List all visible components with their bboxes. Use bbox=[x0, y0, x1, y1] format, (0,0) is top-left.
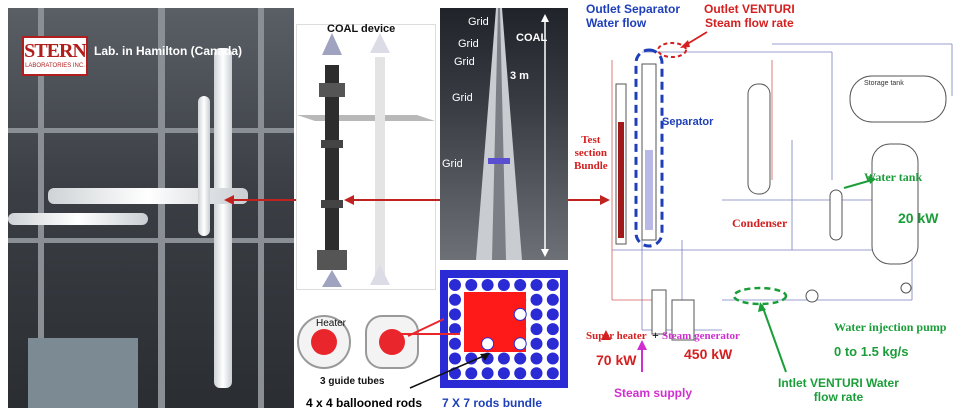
grid-label-1: Grid bbox=[468, 16, 489, 28]
bundle-drawing bbox=[440, 270, 568, 388]
insulated-pipe bbox=[8, 213, 148, 225]
rod bbox=[530, 293, 543, 306]
power-20kw-label: 20 kW bbox=[898, 210, 939, 226]
stern-logo: STERN LABORATORIES INC. bbox=[22, 36, 88, 76]
rod bbox=[530, 323, 543, 336]
power-450kw-label: 450 kW bbox=[684, 346, 733, 362]
condenser-label: Condenser bbox=[732, 216, 788, 230]
steel-beam bbox=[8, 128, 294, 133]
grid-label-2: Grid bbox=[458, 38, 479, 50]
grid-label-3: Grid bbox=[454, 56, 475, 68]
control-cabinet bbox=[28, 338, 138, 408]
length-label: 3 m bbox=[510, 70, 529, 82]
steel-beam bbox=[8, 238, 294, 243]
rod bbox=[530, 308, 543, 321]
power-70kw-label: 70 kW bbox=[596, 352, 637, 368]
rod bbox=[546, 308, 559, 321]
rod bbox=[514, 367, 527, 380]
schematic-drawing bbox=[601, 31, 953, 373]
guide-tube bbox=[513, 307, 527, 321]
water-tank-label: Water tank bbox=[864, 170, 923, 184]
device-drawing bbox=[297, 33, 435, 287]
rod bbox=[497, 352, 510, 365]
rod bbox=[497, 279, 510, 291]
ballooned-rod bbox=[497, 337, 510, 350]
lab-location-label: Lab. in Hamilton (Canada) bbox=[94, 44, 243, 58]
rod bbox=[546, 293, 559, 306]
ballooned-rod bbox=[497, 308, 510, 321]
insulated-pipe bbox=[198, 96, 210, 236]
guide-tube bbox=[481, 337, 495, 351]
steel-column bbox=[38, 8, 44, 408]
separator-label: Separator bbox=[662, 116, 714, 128]
ballooned-rod bbox=[481, 308, 494, 321]
rod bbox=[530, 367, 543, 380]
ballooned-rod bbox=[514, 323, 527, 336]
heater-label: Heater bbox=[316, 318, 347, 329]
ballooned-rod bbox=[465, 293, 478, 306]
ballooned-rod bbox=[481, 323, 494, 336]
lab-photo: STERN LABORATORIES INC. Lab. in Hamilton… bbox=[8, 8, 294, 408]
grid-label-4: Grid bbox=[452, 92, 473, 104]
rod bbox=[449, 279, 461, 291]
rod bbox=[465, 279, 478, 291]
ballooned-rod bbox=[497, 293, 510, 306]
bundle-label: 7 X 7 rods bundle bbox=[442, 396, 543, 410]
rod bbox=[449, 337, 461, 350]
rod bbox=[449, 293, 461, 306]
rod bbox=[449, 352, 461, 365]
ballooned-rod bbox=[465, 308, 478, 321]
rod bbox=[530, 279, 543, 291]
insulated-pipe bbox=[214, 48, 232, 388]
rod bbox=[465, 352, 478, 365]
rod bbox=[514, 279, 527, 291]
coal-device-render: COAL device bbox=[296, 23, 436, 290]
guide-tubes-label: 3 guide tubes bbox=[320, 376, 385, 387]
rod bbox=[497, 367, 510, 380]
grid-label-5: Grid bbox=[442, 158, 463, 170]
rod bbox=[514, 352, 527, 365]
ballooned-rods-label: 4 x 4 ballooned rods bbox=[306, 396, 423, 410]
ballooned-rod bbox=[497, 323, 510, 336]
rods-drawing bbox=[476, 8, 549, 260]
ballooned-rod bbox=[465, 323, 478, 336]
super-heater-label: Super heater bbox=[586, 330, 647, 342]
steam-supply-label: Steam supply bbox=[614, 386, 693, 400]
rod bbox=[465, 367, 478, 380]
rod-bundle-cross-section bbox=[440, 270, 568, 388]
rod bbox=[449, 308, 461, 321]
rod bbox=[481, 279, 494, 291]
coal-device-label: COAL device bbox=[327, 23, 396, 35]
steam-generator-label: Steam generator bbox=[662, 330, 740, 342]
coal-label: COAL bbox=[516, 32, 548, 44]
rod bbox=[546, 337, 559, 350]
rod bbox=[546, 367, 559, 380]
guide-tube bbox=[513, 337, 527, 351]
rod-bundle-photo: Grid Grid Grid Grid Grid COAL 3 m bbox=[440, 8, 568, 260]
flow-range-label: 0 to 1.5 kg/s bbox=[834, 344, 909, 359]
rod bbox=[481, 367, 494, 380]
storage-tank-label: Storage tank bbox=[864, 80, 904, 87]
rod bbox=[546, 323, 559, 336]
steel-column bbox=[258, 8, 264, 408]
water-pump-label: Water injection pump bbox=[834, 320, 947, 334]
rod bbox=[449, 323, 461, 336]
ballooned-rod bbox=[514, 293, 527, 306]
rod bbox=[530, 337, 543, 350]
steel-column bbox=[158, 8, 165, 408]
heater-inset bbox=[297, 315, 444, 369]
rod bbox=[546, 279, 559, 291]
rod bbox=[530, 352, 543, 365]
ballooned-rod bbox=[481, 293, 494, 306]
plus-sign: + bbox=[652, 328, 659, 342]
rod bbox=[546, 352, 559, 365]
ballooned-rod bbox=[465, 337, 478, 350]
